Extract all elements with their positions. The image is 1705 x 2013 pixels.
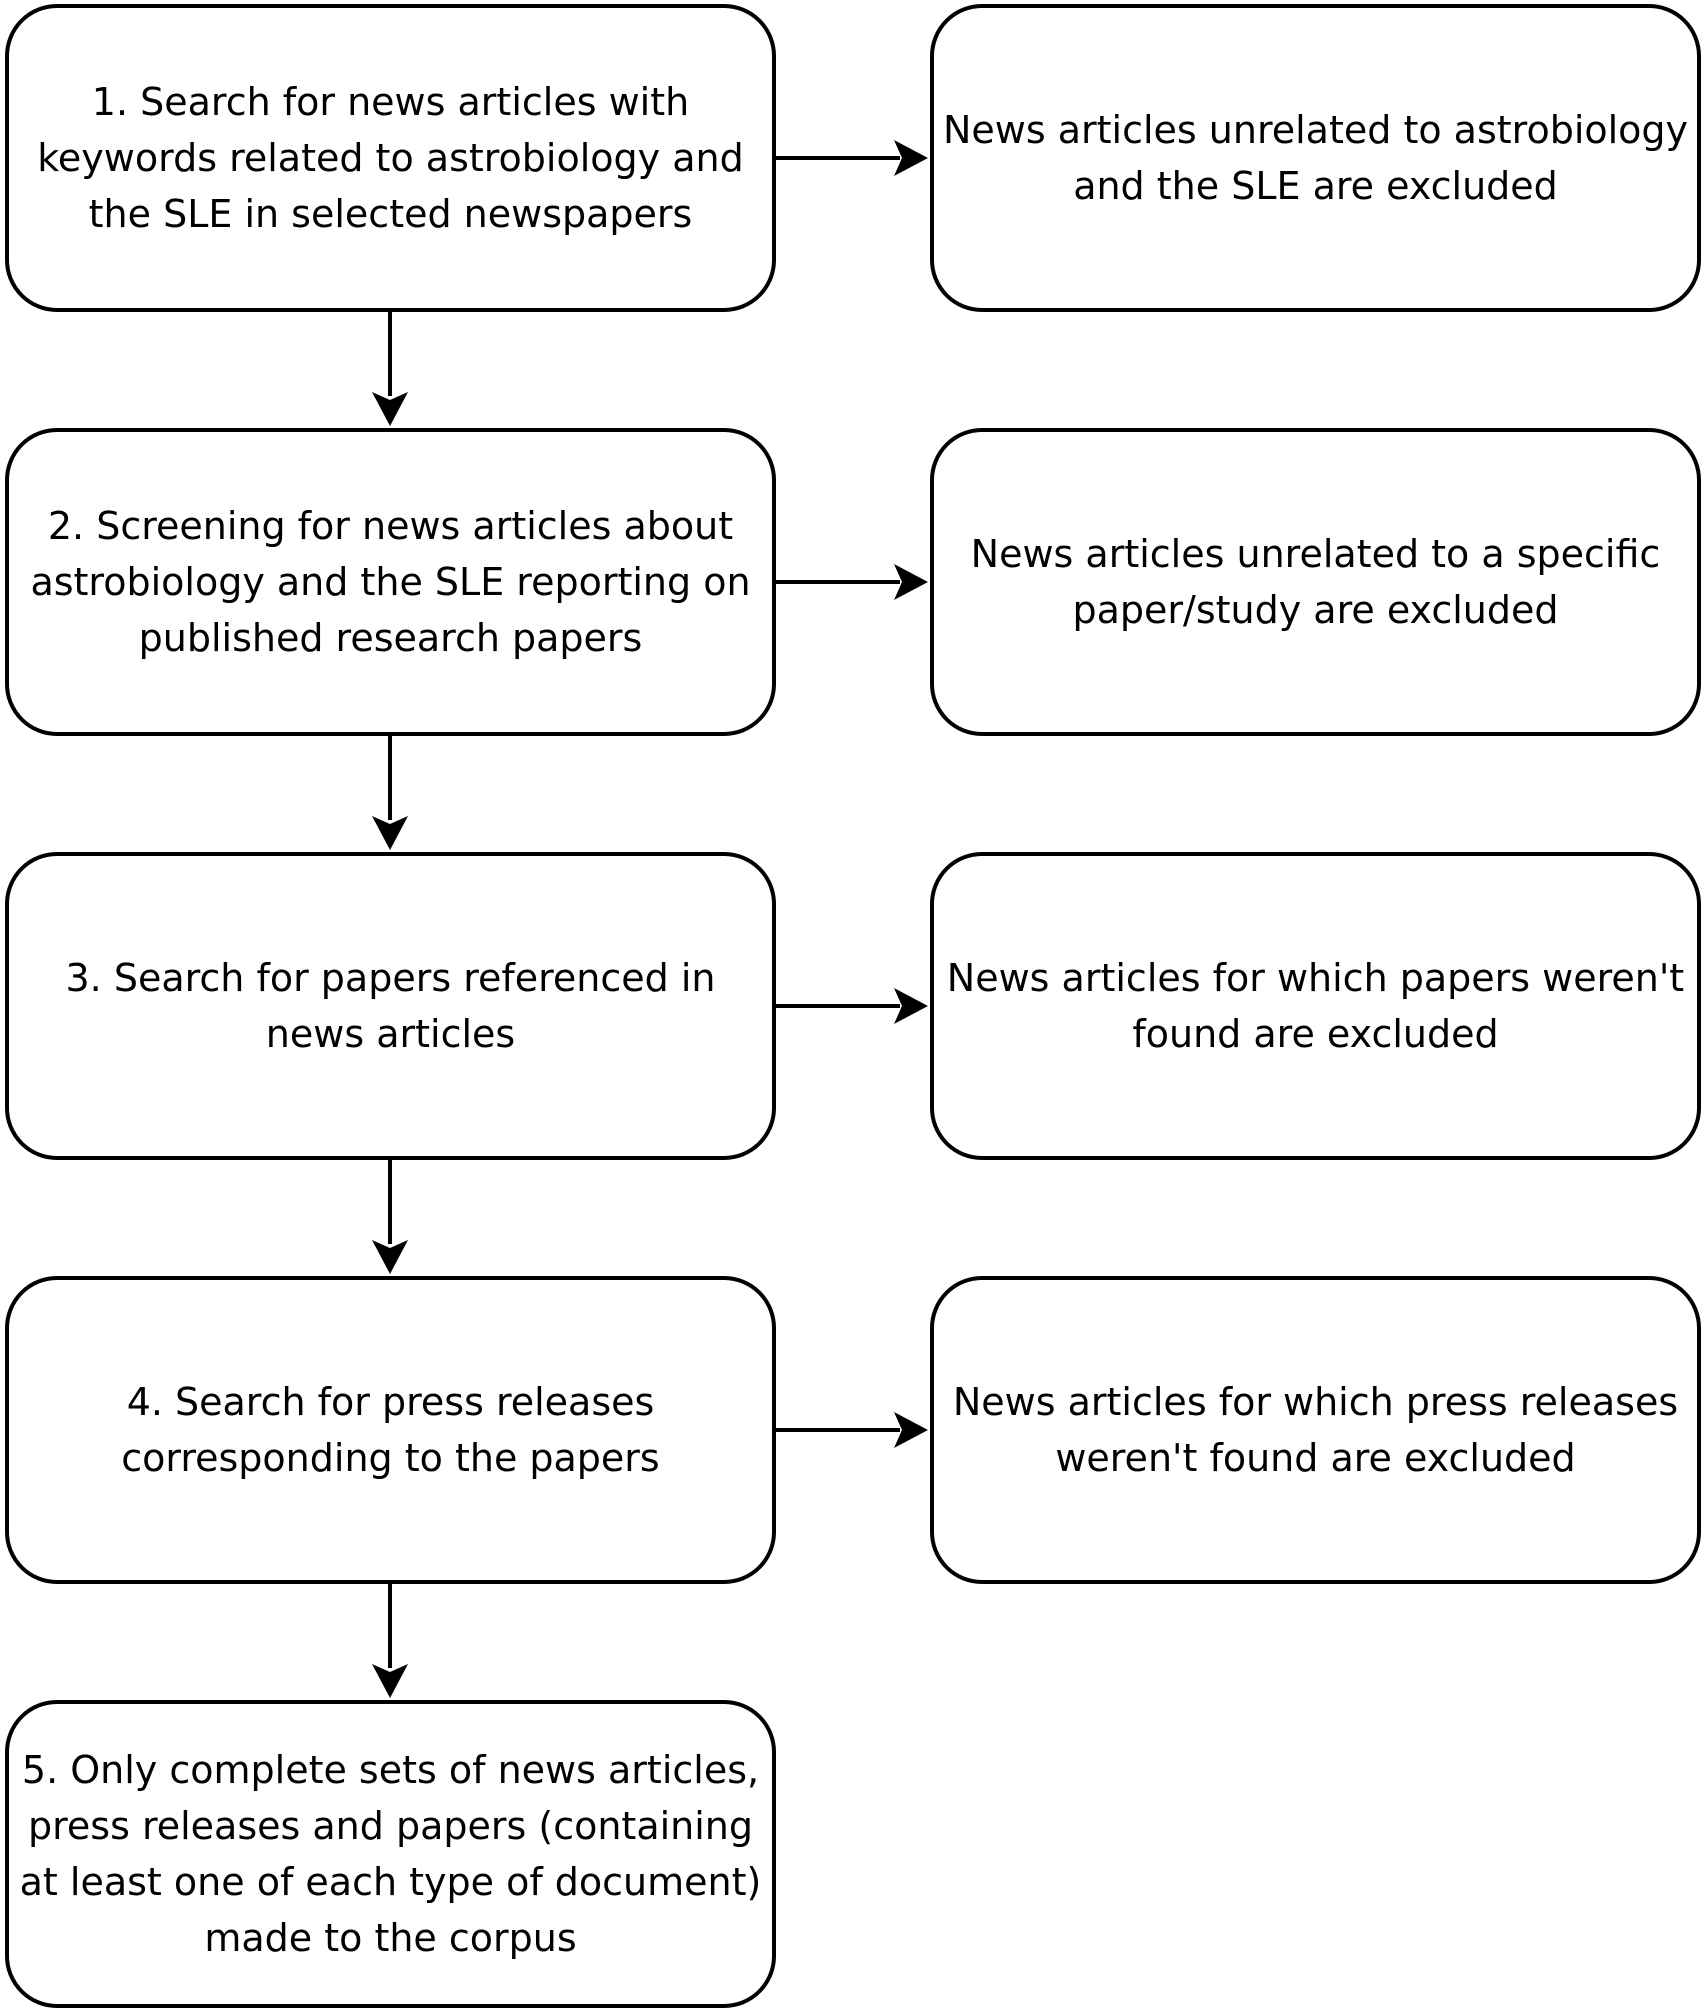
down-arrow-4-5 bbox=[372, 1584, 408, 1698]
step-5-text: 5. Only complete sets of news articles, … bbox=[19, 1748, 762, 1960]
down-arrow-2-3 bbox=[372, 736, 408, 850]
right-arrow-2 bbox=[776, 564, 928, 600]
step-3-text: 3. Search for papers referenced in news … bbox=[65, 956, 716, 1056]
step-1-text: 1. Search for news articles with keyword… bbox=[37, 80, 744, 236]
exclusion-3-text: News articles for which papers weren't f… bbox=[946, 956, 1685, 1056]
step-2-text: 2. Screening for news articles about ast… bbox=[30, 504, 751, 660]
right-arrow-1 bbox=[776, 140, 928, 176]
exclusion-1-box: News articles unrelated to astrobiology … bbox=[930, 4, 1701, 312]
right-arrow-3 bbox=[776, 988, 928, 1024]
step-4-box: 4. Search for press releases correspondi… bbox=[5, 1276, 776, 1584]
step-5-box: 5. Only complete sets of news articles, … bbox=[5, 1700, 776, 2008]
step-3-box: 3. Search for papers referenced in news … bbox=[5, 852, 776, 1160]
step-4-text: 4. Search for press releases correspondi… bbox=[121, 1380, 660, 1480]
down-arrow-1-2 bbox=[372, 312, 408, 426]
step-2-box: 2. Screening for news articles about ast… bbox=[5, 428, 776, 736]
exclusion-3-box: News articles for which papers weren't f… bbox=[930, 852, 1701, 1160]
down-arrow-3-4 bbox=[372, 1160, 408, 1274]
exclusion-1-text: News articles unrelated to astrobiology … bbox=[942, 108, 1689, 208]
step-1-box: 1. Search for news articles with keyword… bbox=[5, 4, 776, 312]
exclusion-4-box: News articles for which press releases w… bbox=[930, 1276, 1701, 1584]
exclusion-4-text: News articles for which press releases w… bbox=[952, 1380, 1679, 1480]
exclusion-2-text: News articles unrelated to a specific pa… bbox=[970, 532, 1661, 632]
exclusion-2-box: News articles unrelated to a specific pa… bbox=[930, 428, 1701, 736]
right-arrow-4 bbox=[776, 1412, 928, 1448]
